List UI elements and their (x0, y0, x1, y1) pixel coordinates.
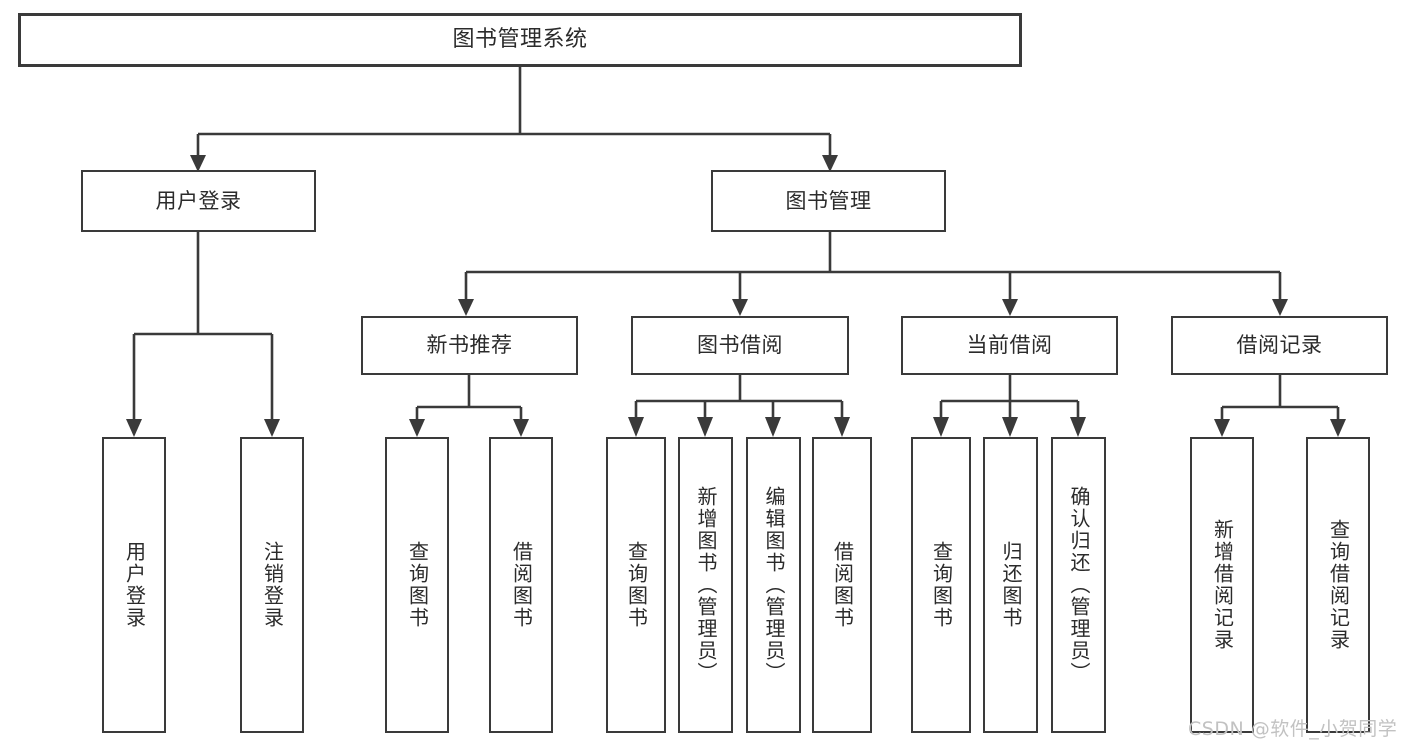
node-label: 查询图书 (405, 541, 430, 629)
leaf-add-borrow-record[interactable]: 新增借阅记录 (1190, 437, 1254, 733)
leaf-borrow-book-borrow[interactable]: 借阅图书 (812, 437, 872, 733)
node-label: 确认归还（管理员） (1067, 486, 1091, 684)
leaf-confirm-return-admin[interactable]: 确认归还（管理员） (1051, 437, 1106, 733)
node-borrow-records[interactable]: 借阅记录 (1171, 316, 1388, 375)
leaf-return-book[interactable]: 归还图书 (983, 437, 1038, 733)
node-label: 借阅图书 (509, 541, 534, 629)
node-label: 借阅记录 (1236, 333, 1323, 358)
node-book-management[interactable]: 图书管理 (711, 170, 946, 232)
node-new-book-recommendation[interactable]: 新书推荐 (361, 316, 578, 375)
node-root-book-management-system[interactable]: 图书管理系统 (18, 13, 1022, 67)
leaf-query-book-current[interactable]: 查询图书 (911, 437, 971, 733)
node-label: 借阅图书 (830, 541, 855, 629)
node-book-borrow[interactable]: 图书借阅 (631, 316, 849, 375)
node-label: 新增借阅记录 (1210, 519, 1235, 651)
node-current-borrow[interactable]: 当前借阅 (901, 316, 1118, 375)
node-label: 注销登录 (260, 541, 285, 629)
node-label: 新增图书（管理员） (694, 486, 718, 684)
leaf-query-book-borrow[interactable]: 查询图书 (606, 437, 666, 733)
node-label: 归还图书 (999, 541, 1023, 629)
node-label: 当前借阅 (966, 333, 1053, 358)
node-label: 查询图书 (929, 541, 954, 629)
node-label: 图书管理系统 (452, 27, 588, 53)
node-label: 编辑图书（管理员） (762, 486, 786, 684)
node-label: 用户登录 (122, 541, 147, 629)
leaf-user-login[interactable]: 用户登录 (102, 437, 166, 733)
node-label: 查询借阅记录 (1326, 519, 1351, 651)
node-label: 查询图书 (624, 541, 649, 629)
leaf-query-borrow-record[interactable]: 查询借阅记录 (1306, 437, 1370, 733)
leaf-borrow-book-recommendation[interactable]: 借阅图书 (489, 437, 553, 733)
leaf-logout[interactable]: 注销登录 (240, 437, 304, 733)
node-label: 新书推荐 (426, 333, 513, 358)
node-user-login[interactable]: 用户登录 (81, 170, 316, 232)
node-label: 图书借阅 (697, 333, 783, 358)
node-label: 图书管理 (785, 188, 872, 213)
csdn-watermark: CSDN @软件_小贺同学 (1188, 718, 1398, 740)
leaf-query-book-recommendation[interactable]: 查询图书 (385, 437, 449, 733)
node-label: 用户登录 (155, 188, 242, 213)
leaf-edit-book-admin[interactable]: 编辑图书（管理员） (746, 437, 801, 733)
leaf-add-book-admin[interactable]: 新增图书（管理员） (678, 437, 733, 733)
